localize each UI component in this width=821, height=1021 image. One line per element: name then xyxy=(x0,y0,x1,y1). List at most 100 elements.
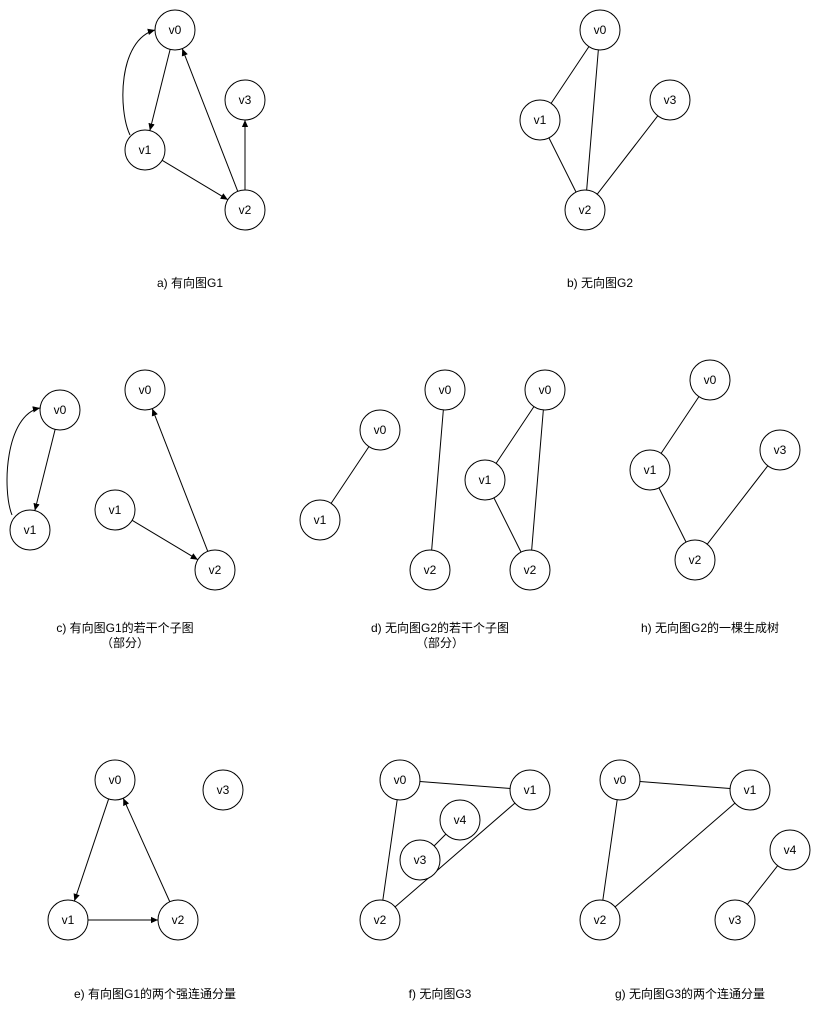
node-a-v1: v1 xyxy=(124,129,166,171)
node-circle xyxy=(729,769,771,811)
node-label: v0 xyxy=(394,773,407,787)
node-d-v2: v2 xyxy=(509,549,551,591)
node-f-v0: v0 xyxy=(379,759,421,801)
node-d-v0: v0 xyxy=(359,409,401,451)
node-g-v1: v1 xyxy=(729,769,771,811)
node-circle xyxy=(9,509,51,551)
node-label: v2 xyxy=(239,203,252,217)
caption-f: f) 无向图G3 xyxy=(409,986,472,1001)
node-c-v1: v1 xyxy=(94,489,136,531)
node-label: v1 xyxy=(479,473,492,487)
node-d-v1: v1 xyxy=(299,499,341,541)
node-label: v2 xyxy=(424,563,437,577)
node-label: v1 xyxy=(644,463,657,477)
node-circle xyxy=(599,759,641,801)
caption-a: a) 有向图G1 xyxy=(157,275,223,290)
caption-d: d) 无向图G2的若干个子图 xyxy=(371,620,509,635)
node-label: v2 xyxy=(524,563,537,577)
node-circle xyxy=(714,899,756,941)
node-circle xyxy=(299,499,341,541)
node-circle xyxy=(579,9,621,51)
node-circle xyxy=(47,899,89,941)
node-b-v1: v1 xyxy=(519,99,561,141)
edge-g-v1-v2 xyxy=(614,802,736,908)
node-a-v3: v3 xyxy=(224,79,266,121)
node-label: v4 xyxy=(784,843,797,857)
node-label: v1 xyxy=(314,513,327,527)
node-label: v3 xyxy=(414,853,427,867)
node-circle xyxy=(124,369,166,411)
caption-c-line2: （部分） xyxy=(101,635,149,650)
edge-b-v0-v1 xyxy=(550,46,590,104)
node-e-v3: v3 xyxy=(202,769,244,811)
node-label: v0 xyxy=(439,383,452,397)
node-label: v2 xyxy=(594,913,607,927)
caption-d-line2: （部分） xyxy=(416,635,464,650)
node-circle xyxy=(564,189,606,231)
node-circle xyxy=(94,759,136,801)
node-circle xyxy=(649,79,691,121)
node-d-v2: v2 xyxy=(409,549,451,591)
node-label: v2 xyxy=(579,203,592,217)
node-g-v4: v4 xyxy=(769,829,811,871)
edge-c-v1-v2 xyxy=(131,519,199,561)
edge-d-v0-v2 xyxy=(431,409,444,551)
node-b-v3: v3 xyxy=(649,79,691,121)
node-circle xyxy=(439,799,481,841)
caption-g: g) 无向图G3的两个连通分量 xyxy=(615,986,765,1001)
edge-d-v1-v2 xyxy=(493,497,522,553)
node-a-v2: v2 xyxy=(224,189,266,231)
edge-g-v0-v2 xyxy=(602,799,618,901)
node-label: v0 xyxy=(594,23,607,37)
node-label: v1 xyxy=(62,913,75,927)
node-circle xyxy=(202,769,244,811)
node-c-v0: v0 xyxy=(124,369,166,411)
edge-d-v0-v1 xyxy=(495,406,535,464)
node-circle xyxy=(359,409,401,451)
node-label: v4 xyxy=(454,813,467,827)
edge-f-v0-v2 xyxy=(382,799,398,901)
node-circle xyxy=(509,769,551,811)
node-label: v0 xyxy=(109,773,122,787)
edge-a-v0-v1 xyxy=(148,49,171,131)
node-circle xyxy=(39,389,81,431)
node-label: v1 xyxy=(24,523,37,537)
node-circle xyxy=(359,899,401,941)
edge-c-v1-v0 xyxy=(6,406,41,516)
node-label: v0 xyxy=(139,383,152,397)
node-g-v2: v2 xyxy=(579,899,621,941)
node-circle xyxy=(464,459,506,501)
node-circle xyxy=(509,549,551,591)
node-label: v1 xyxy=(744,783,757,797)
node-label: v0 xyxy=(704,373,717,387)
node-label: v0 xyxy=(539,383,552,397)
node-f-v1: v1 xyxy=(509,769,551,811)
edge-h-v0-v1 xyxy=(660,396,700,454)
edges-layer xyxy=(6,28,779,924)
edge-b-v3-v2 xyxy=(596,115,659,195)
node-label: v3 xyxy=(774,443,787,457)
node-circle xyxy=(157,899,199,941)
node-c-v1: v1 xyxy=(9,509,51,551)
node-label: v2 xyxy=(374,913,387,927)
node-e-v0: v0 xyxy=(94,759,136,801)
node-circle xyxy=(224,79,266,121)
node-circle xyxy=(519,99,561,141)
node-b-v2: v2 xyxy=(564,189,606,231)
node-circle xyxy=(409,549,451,591)
caption-e: e) 有向图G1的两个强连通分量 xyxy=(74,986,236,1001)
edge-e-v2-v0 xyxy=(122,798,171,902)
node-f-v3: v3 xyxy=(399,839,441,881)
edge-a-v1-v0 xyxy=(122,28,156,136)
node-d-v1: v1 xyxy=(464,459,506,501)
edge-f-v1-v2 xyxy=(394,802,516,908)
node-circle xyxy=(769,829,811,871)
edge-f-v0-v1 xyxy=(419,781,511,789)
node-label: v3 xyxy=(239,93,252,107)
caption-h: h) 无向图G2的一棵生成树 xyxy=(641,620,779,635)
node-d-v0: v0 xyxy=(524,369,566,411)
node-label: v1 xyxy=(534,113,547,127)
node-label: v2 xyxy=(172,913,185,927)
edge-e-v0-v1 xyxy=(73,798,110,902)
